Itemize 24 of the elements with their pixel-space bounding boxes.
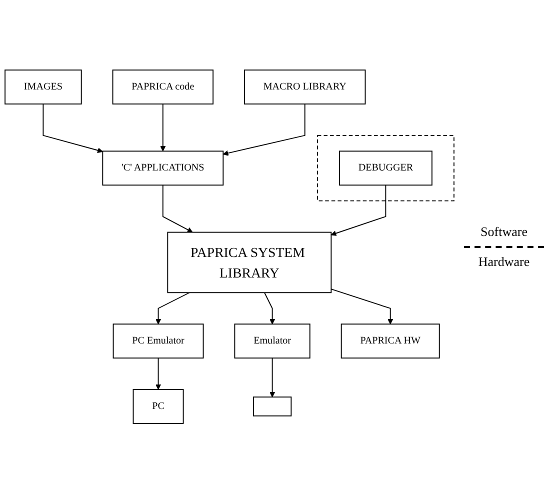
- arrow: [160, 103, 166, 152]
- node-box: PAPRICA SYSTEM LIBRARY: [167, 232, 332, 293]
- arrow: [330, 288, 394, 324]
- node-box: PAPRICA code: [112, 69, 214, 104]
- arrow: [264, 292, 276, 324]
- layer-label: Software: [480, 224, 528, 240]
- arrow: [162, 184, 193, 232]
- cluster: [316, 134, 454, 202]
- arrow: [330, 184, 386, 236]
- arrow: [156, 357, 162, 390]
- node-box: IMAGES: [4, 69, 82, 104]
- arrow: [270, 357, 276, 398]
- arrow: [222, 103, 306, 156]
- node-box: PAPRICA HW: [340, 323, 440, 358]
- node-box: 'C' APPLICATIONS: [102, 150, 224, 186]
- layer-label: Hardware: [478, 254, 530, 270]
- node-box: PC: [132, 388, 184, 424]
- node-box: [252, 396, 292, 416]
- node-box: Emulator: [234, 323, 310, 358]
- node-box: MACRO LIBRARY: [244, 69, 366, 104]
- node-box: DEBUGGER: [338, 150, 432, 186]
- node-box: PC Emulator: [112, 323, 204, 358]
- arrow: [42, 103, 103, 153]
- arrow: [156, 292, 190, 324]
